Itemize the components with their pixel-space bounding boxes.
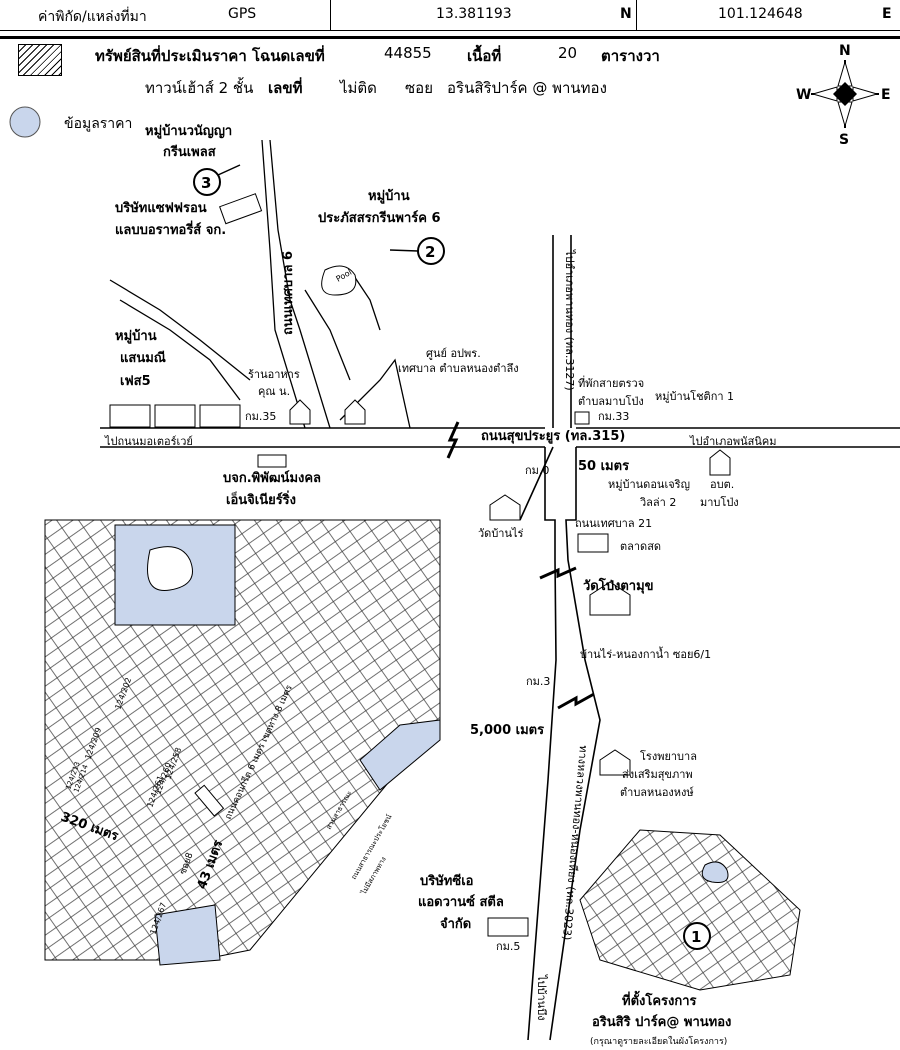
marker-3: 3 xyxy=(193,164,241,196)
location-map: ข้อมูลราคา N S W E xyxy=(9,43,900,1047)
longitude-value: 101.124648 xyxy=(718,6,803,22)
title-line1: ทรัพย์สินที่ประเมินราคา โฉนดเลขที่ xyxy=(95,47,325,65)
factory-icons xyxy=(219,193,609,937)
latitude-dir: N xyxy=(620,6,632,22)
label-to-banbueng: ไปบ้านบึง xyxy=(535,974,548,1021)
label-pipat-b: เอ็นจิเนียร์ริ่ง xyxy=(226,490,296,508)
latitude-value: 13.381193 xyxy=(436,6,512,22)
marker-1-label: 1 xyxy=(691,928,701,946)
label-km35: กม.35 xyxy=(245,410,276,423)
label-prapas-b: ประภัสสรกรีนพาร์ค 6 xyxy=(318,210,441,226)
coordinate-header: ค่าพิกัด/แหล่งที่มา GPS 13.381193 N 101.… xyxy=(0,0,900,31)
soi-value: อรินสิริปาร์ค @ พานทอง xyxy=(447,79,607,97)
label-ca-c: จำกัด xyxy=(440,916,471,932)
compass-w: W xyxy=(796,87,811,103)
area-unit: ตารางวา xyxy=(601,47,660,65)
label-vanunya-b: กรีนเพลส xyxy=(163,144,216,160)
label-sanmani-a: หมู่บ้าน xyxy=(115,328,157,344)
subdivision-detail xyxy=(44,519,441,966)
label-ca-b: แอดวานซ์ สตีล xyxy=(418,894,504,910)
marker-2-label: 2 xyxy=(425,243,435,261)
label-saffron-a: บริษัทแซฟฟรอน xyxy=(115,201,207,216)
label-km0: กม.0 xyxy=(525,464,549,477)
label-sanmani-c: เฟส5 xyxy=(120,374,151,389)
local-roads xyxy=(109,139,411,429)
label-site-c: (กรุณาดูรายละเอียดในผังโครงการ) xyxy=(590,1036,727,1047)
label-prapas-a: หมู่บ้าน xyxy=(368,188,410,204)
price-data-legend-icon xyxy=(9,106,41,138)
coord-source: GPS xyxy=(228,6,257,22)
label-road-north: ไปอำเภอพานทอง (ทล.3127) xyxy=(563,249,576,391)
break-marks xyxy=(446,421,595,710)
highway-road xyxy=(519,446,601,1041)
label-restaurant-b: คุณ น. xyxy=(258,385,290,398)
longitude-dir: E xyxy=(882,6,892,22)
label-checkpoint-a: ที่พักสายตรวจ xyxy=(578,375,644,390)
label-sanmani-b: แสนมณี xyxy=(120,350,166,366)
north-road xyxy=(552,235,572,428)
label-saffron-b: แลบบอราทอรี่ส์ จก. xyxy=(115,220,226,238)
label-5000m: 5,000 เมตร xyxy=(470,723,544,738)
label-km33: กม.33 xyxy=(598,410,629,423)
label-center-b: เทศบาล ตำบลหนองตำลึง xyxy=(398,362,519,375)
marker-2: 2 xyxy=(389,237,445,265)
label-center-a: ศูนย์ อปพร. xyxy=(426,347,481,360)
compass-s: S xyxy=(839,132,849,148)
soi-label: ซอย xyxy=(405,79,433,97)
label-tessaban6: ถนนเทศบาล 6 xyxy=(281,251,296,335)
price-data-legend: ข้อมูลราคา xyxy=(64,116,132,132)
label-km3: กม.3 xyxy=(526,675,550,688)
label-obt-b: มาบโป่ง xyxy=(700,495,739,509)
house-icons xyxy=(289,399,731,776)
area-value: 20 xyxy=(558,44,578,62)
label-obt-a: อบต. xyxy=(710,478,734,491)
label-site-b: อรินสิริ ปาร์ค@ พานทอง xyxy=(592,1014,731,1030)
property-type: ทาวน์เฮ้าส์ 2 ชั้น xyxy=(145,79,254,97)
label-market: ตลาดสด xyxy=(620,540,661,553)
hatch-swatch xyxy=(18,44,62,76)
label-wat-banrai: วัดบ้านไร่ xyxy=(478,527,524,540)
label-checkpoint-b: ตำบลมาบโป่ง xyxy=(578,394,644,408)
label-wat-pong: วัดโป่งตามุข xyxy=(583,577,654,594)
label-main-road: ถนนสุขประยูร (ทล.315) xyxy=(481,429,625,444)
label-charoen-b: วิลล่า 2 xyxy=(639,496,676,509)
pool-shape xyxy=(321,265,357,296)
coord-label: ค่าพิกัด/แหล่งที่มา xyxy=(38,9,147,25)
label-to-phanatnikhom: ไปอำเภอพนัสนิคม xyxy=(689,435,777,448)
compass-e: E xyxy=(881,87,891,103)
header-divider xyxy=(0,36,900,39)
label-chotika: หมู่บ้านโชติกา 1 xyxy=(655,389,734,403)
label-pipat-a: บจก.พิพัฒน์มงคล xyxy=(223,470,321,486)
label-banrai-road: บ้านไร่-หนองกาน้ำ ซอย6/1 xyxy=(580,646,711,661)
label-vanunya-a: หมู่บ้านวนัญญา xyxy=(145,123,232,139)
house-no-value: ไม่ติด xyxy=(340,79,377,97)
label-site-a: ที่ตั้งโครงการ xyxy=(622,990,697,1009)
label-to-motorway: ไปถนนมอเตอร์เวย์ xyxy=(104,435,193,448)
label-hospital-b: ส่งเสริมสุขภาพ xyxy=(622,768,693,781)
compass-icon: N S W E xyxy=(796,43,891,148)
main-road xyxy=(100,427,900,448)
project-site xyxy=(579,829,801,991)
area-label: เนื้อที่ xyxy=(467,47,502,65)
marker-1: 1 xyxy=(683,922,711,950)
label-restaurant-a: ร้านอาหาร xyxy=(248,368,300,381)
label-hospital-a: โรงพยาบาล xyxy=(640,749,697,763)
label-hospital-c: ตำบลหนองหงษ์ xyxy=(620,786,694,799)
deed-number: 44855 xyxy=(384,44,432,62)
label-km5: กม.5 xyxy=(496,940,520,953)
label-charoen-a: หมู่บ้านดอนเจริญ xyxy=(608,478,690,491)
house-no-label: เลขที่ xyxy=(268,79,303,97)
label-50m: 50 เมตร xyxy=(578,459,629,474)
compass-n: N xyxy=(839,43,851,59)
marker-3-label: 3 xyxy=(201,174,211,192)
sanmani-houses xyxy=(109,404,241,428)
label-ca-a: บริษัทซีเอ xyxy=(420,873,473,889)
label-tessaban21: ถนนเทศบาล 21 xyxy=(575,517,652,530)
